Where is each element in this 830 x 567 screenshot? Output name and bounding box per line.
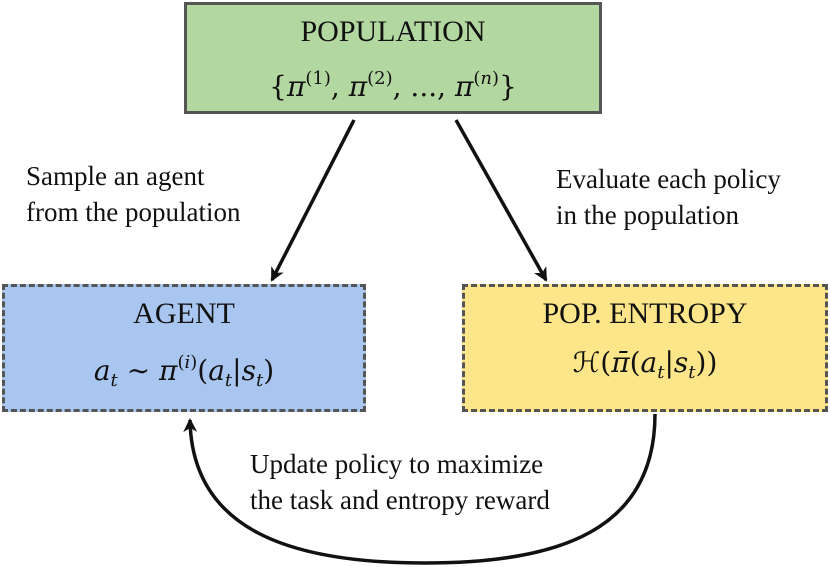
evaluate-edge-label: Evaluate each policy in the population xyxy=(556,161,781,233)
entropy-title: POP. ENTROPY xyxy=(542,297,748,330)
agent-formula: at ∼ π(i)(at|st) xyxy=(5,343,363,401)
edge-population-to-agent xyxy=(270,119,356,282)
edge-entropy-to-agent xyxy=(183,413,657,565)
update-edge-label: Update policy to maximize the task and e… xyxy=(250,446,550,518)
population-formula: {π(1), π(2), ..., π(n)} xyxy=(187,59,599,107)
update-label-line2: the task and entropy reward xyxy=(250,485,550,515)
evaluate-label-line1: Evaluate each policy xyxy=(556,164,781,194)
population-title: POPULATION xyxy=(300,15,486,48)
sample-edge-label: Sample an agent from the population xyxy=(26,158,240,230)
population-node: POPULATION {π(1), π(2), ..., π(n)} xyxy=(184,2,602,114)
agent-title: AGENT xyxy=(133,297,235,330)
entropy-node: POP. ENTROPY ℋ(π̄(at|st)) xyxy=(462,284,828,412)
update-label-line1: Update policy to maximize xyxy=(250,449,544,479)
entropy-formula-render: ℋ(π̄(at|st)) xyxy=(572,346,718,383)
sample-label-line1: Sample an agent xyxy=(26,161,205,191)
edge-population-to-entropy xyxy=(454,119,548,282)
sample-label-line2: from the population xyxy=(26,197,241,227)
agent-node: AGENT at ∼ π(i)(at|st) xyxy=(2,284,366,412)
evaluate-label-line2: in the population xyxy=(556,200,739,230)
agent-formula-render: at ∼ π(i)(at|st) xyxy=(93,352,275,391)
entropy-formula: ℋ(π̄(at|st)) xyxy=(465,343,825,393)
population-formula-render: {π(1), π(2), ..., π(n)} xyxy=(269,68,517,103)
